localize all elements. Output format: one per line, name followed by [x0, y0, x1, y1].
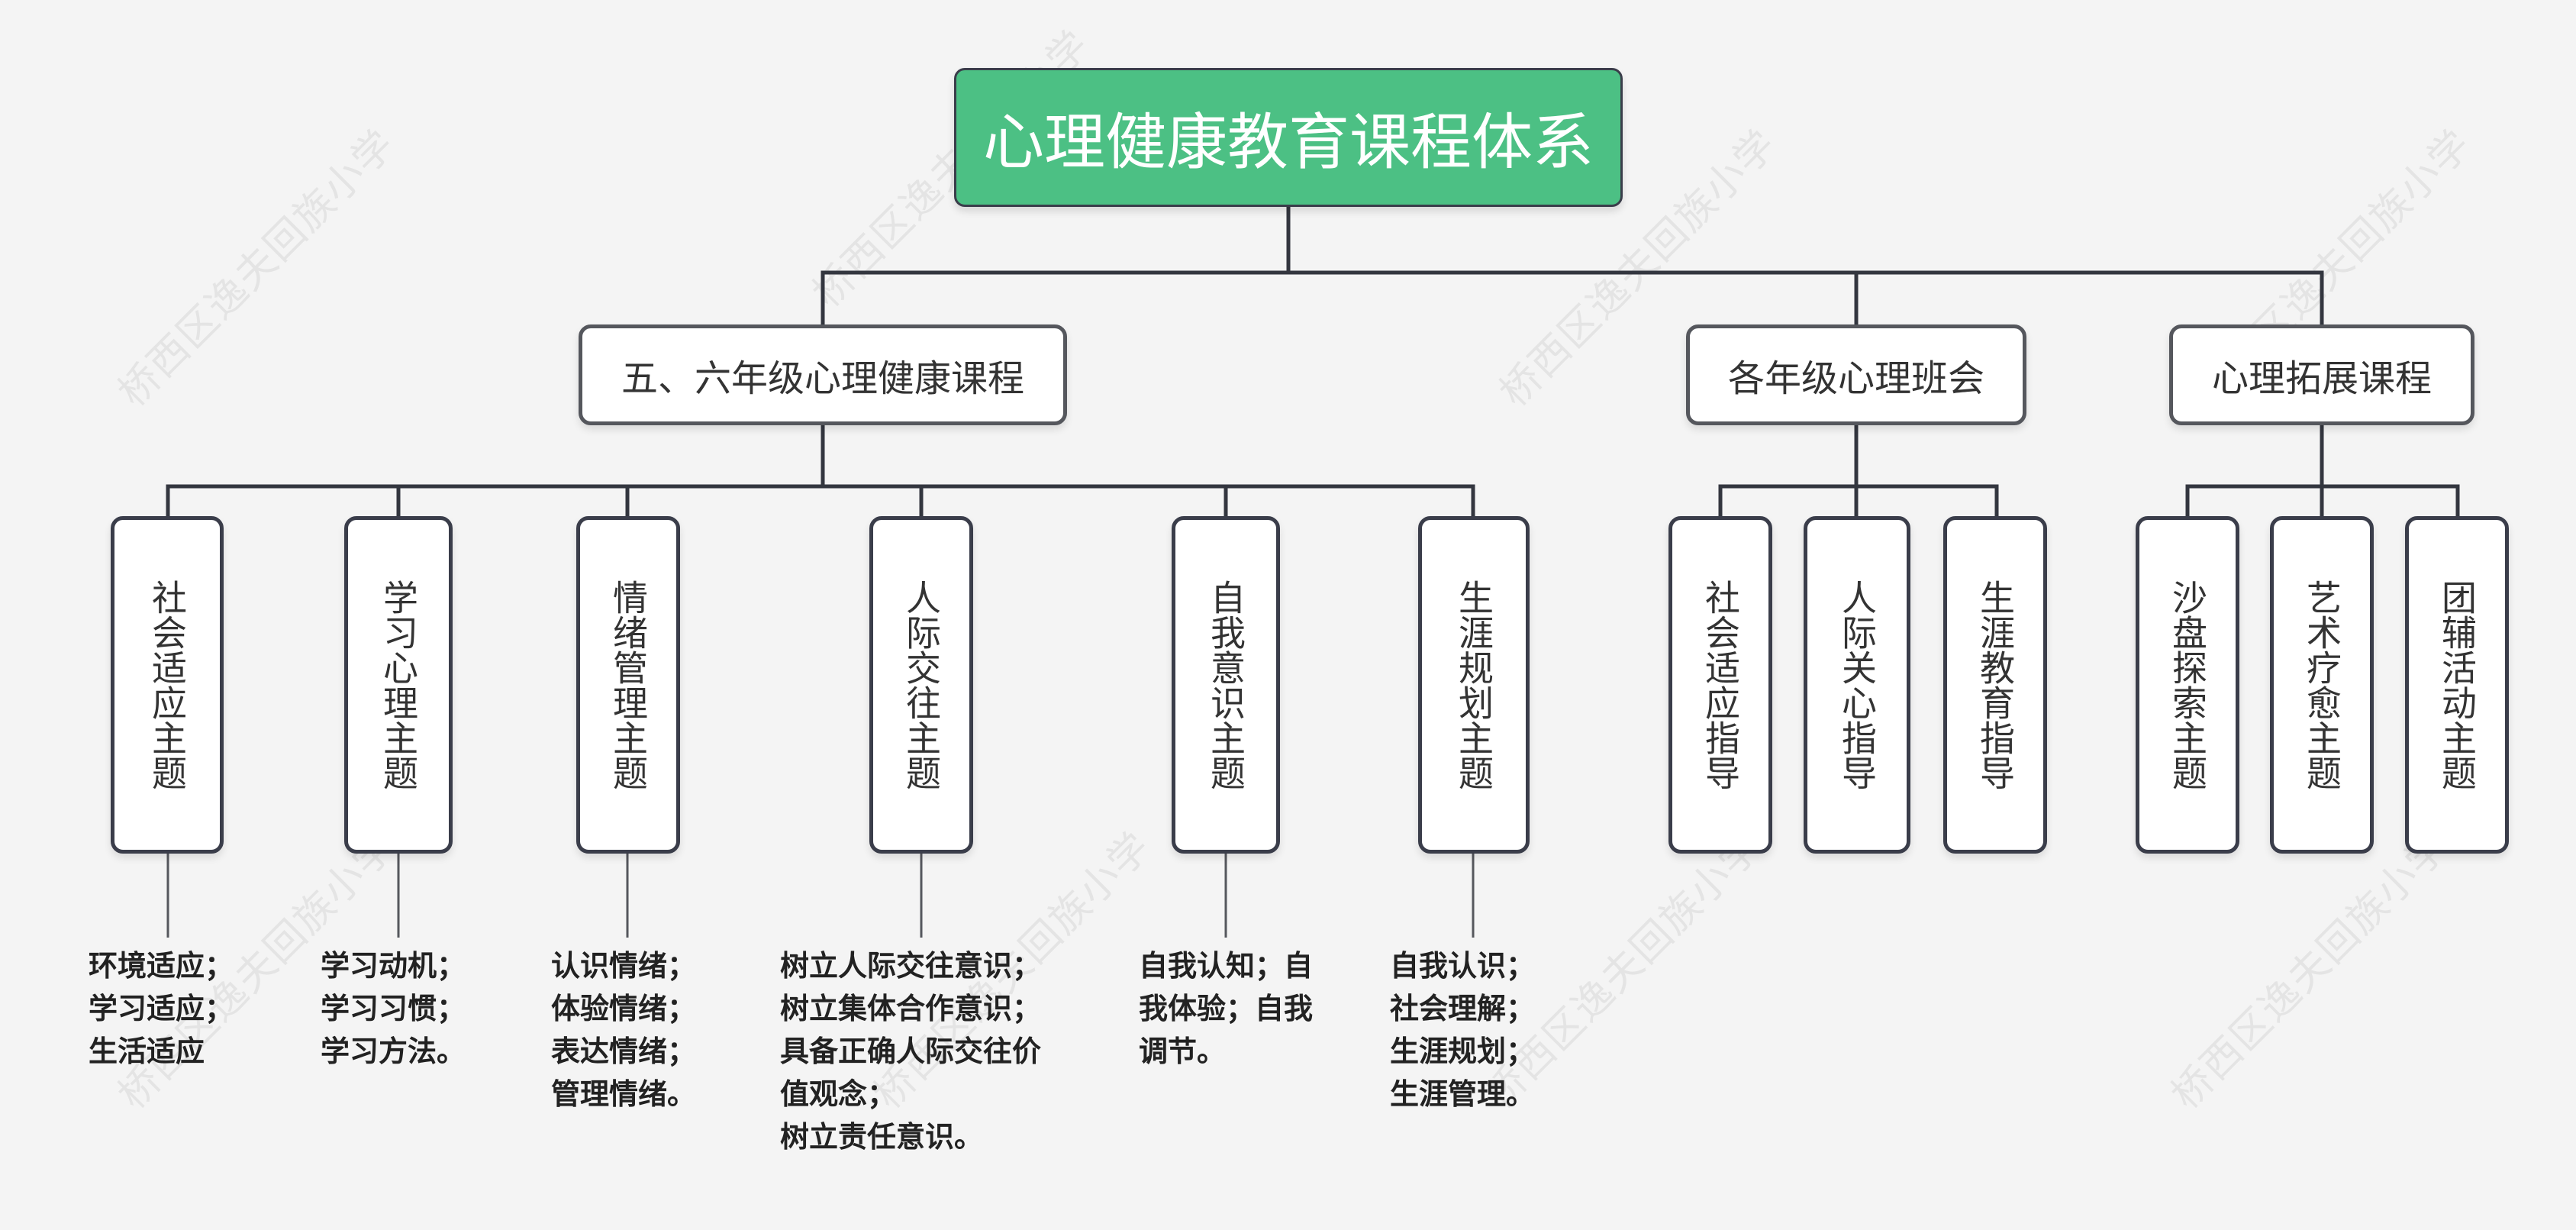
detail-text-learning-psychology: 学习动机； 学习习惯； 学习方法。	[321, 949, 466, 1068]
detail-text-career-planning: 自我认识； 社会理解； 生涯规划； 生涯管理。	[1390, 949, 1536, 1111]
detail-text-interpersonal: 树立人际交往意识； 树立集体合作意识； 具备正确人际交往价 值观念； 树立责任意…	[780, 949, 1042, 1154]
topic-node-art-therapy: 艺术疗愈主题	[2270, 516, 2374, 854]
topic-node-self-awareness: 自我意识主题	[1172, 516, 1280, 854]
topic-node-social-adaptation: 社会适应主题	[111, 516, 224, 854]
topic-node-learning-psychology: 学习心理主题	[344, 516, 453, 854]
topic-node-emotion-management: 情绪管理主题	[576, 516, 680, 854]
topic-node-interpersonal: 人际交往主题	[869, 516, 973, 854]
category-node-class-meeting: 各年级心理班会	[1686, 324, 2026, 425]
topic-node-sandplay: 沙盘探索主题	[2136, 516, 2239, 854]
category-node-extension-course: 心理拓展课程	[2169, 324, 2474, 425]
root-node: 心理健康教育课程体系	[954, 68, 1623, 207]
topic-node-career-education-guidance: 生涯教育指导	[1943, 516, 2047, 854]
topic-node-career-planning: 生涯规划主题	[1418, 516, 1530, 854]
topic-node-interpersonal-care-guidance: 人际关心指导	[1804, 516, 1910, 854]
detail-text-self-awareness: 自我认知；自 我体验；自我 调节。	[1139, 949, 1314, 1068]
detail-text-emotion-management: 认识情绪； 体验情绪； 表达情绪； 管理情绪。	[551, 949, 697, 1111]
detail-text-social-adaptation: 环境适应； 学习适应； 生活适应	[89, 949, 234, 1068]
topic-node-group-activity: 团辅活动主题	[2405, 516, 2509, 854]
category-node-grade-5-6-course: 五、六年级心理健康课程	[579, 324, 1067, 425]
topic-node-social-adaptation-guidance: 社会适应指导	[1668, 516, 1772, 854]
